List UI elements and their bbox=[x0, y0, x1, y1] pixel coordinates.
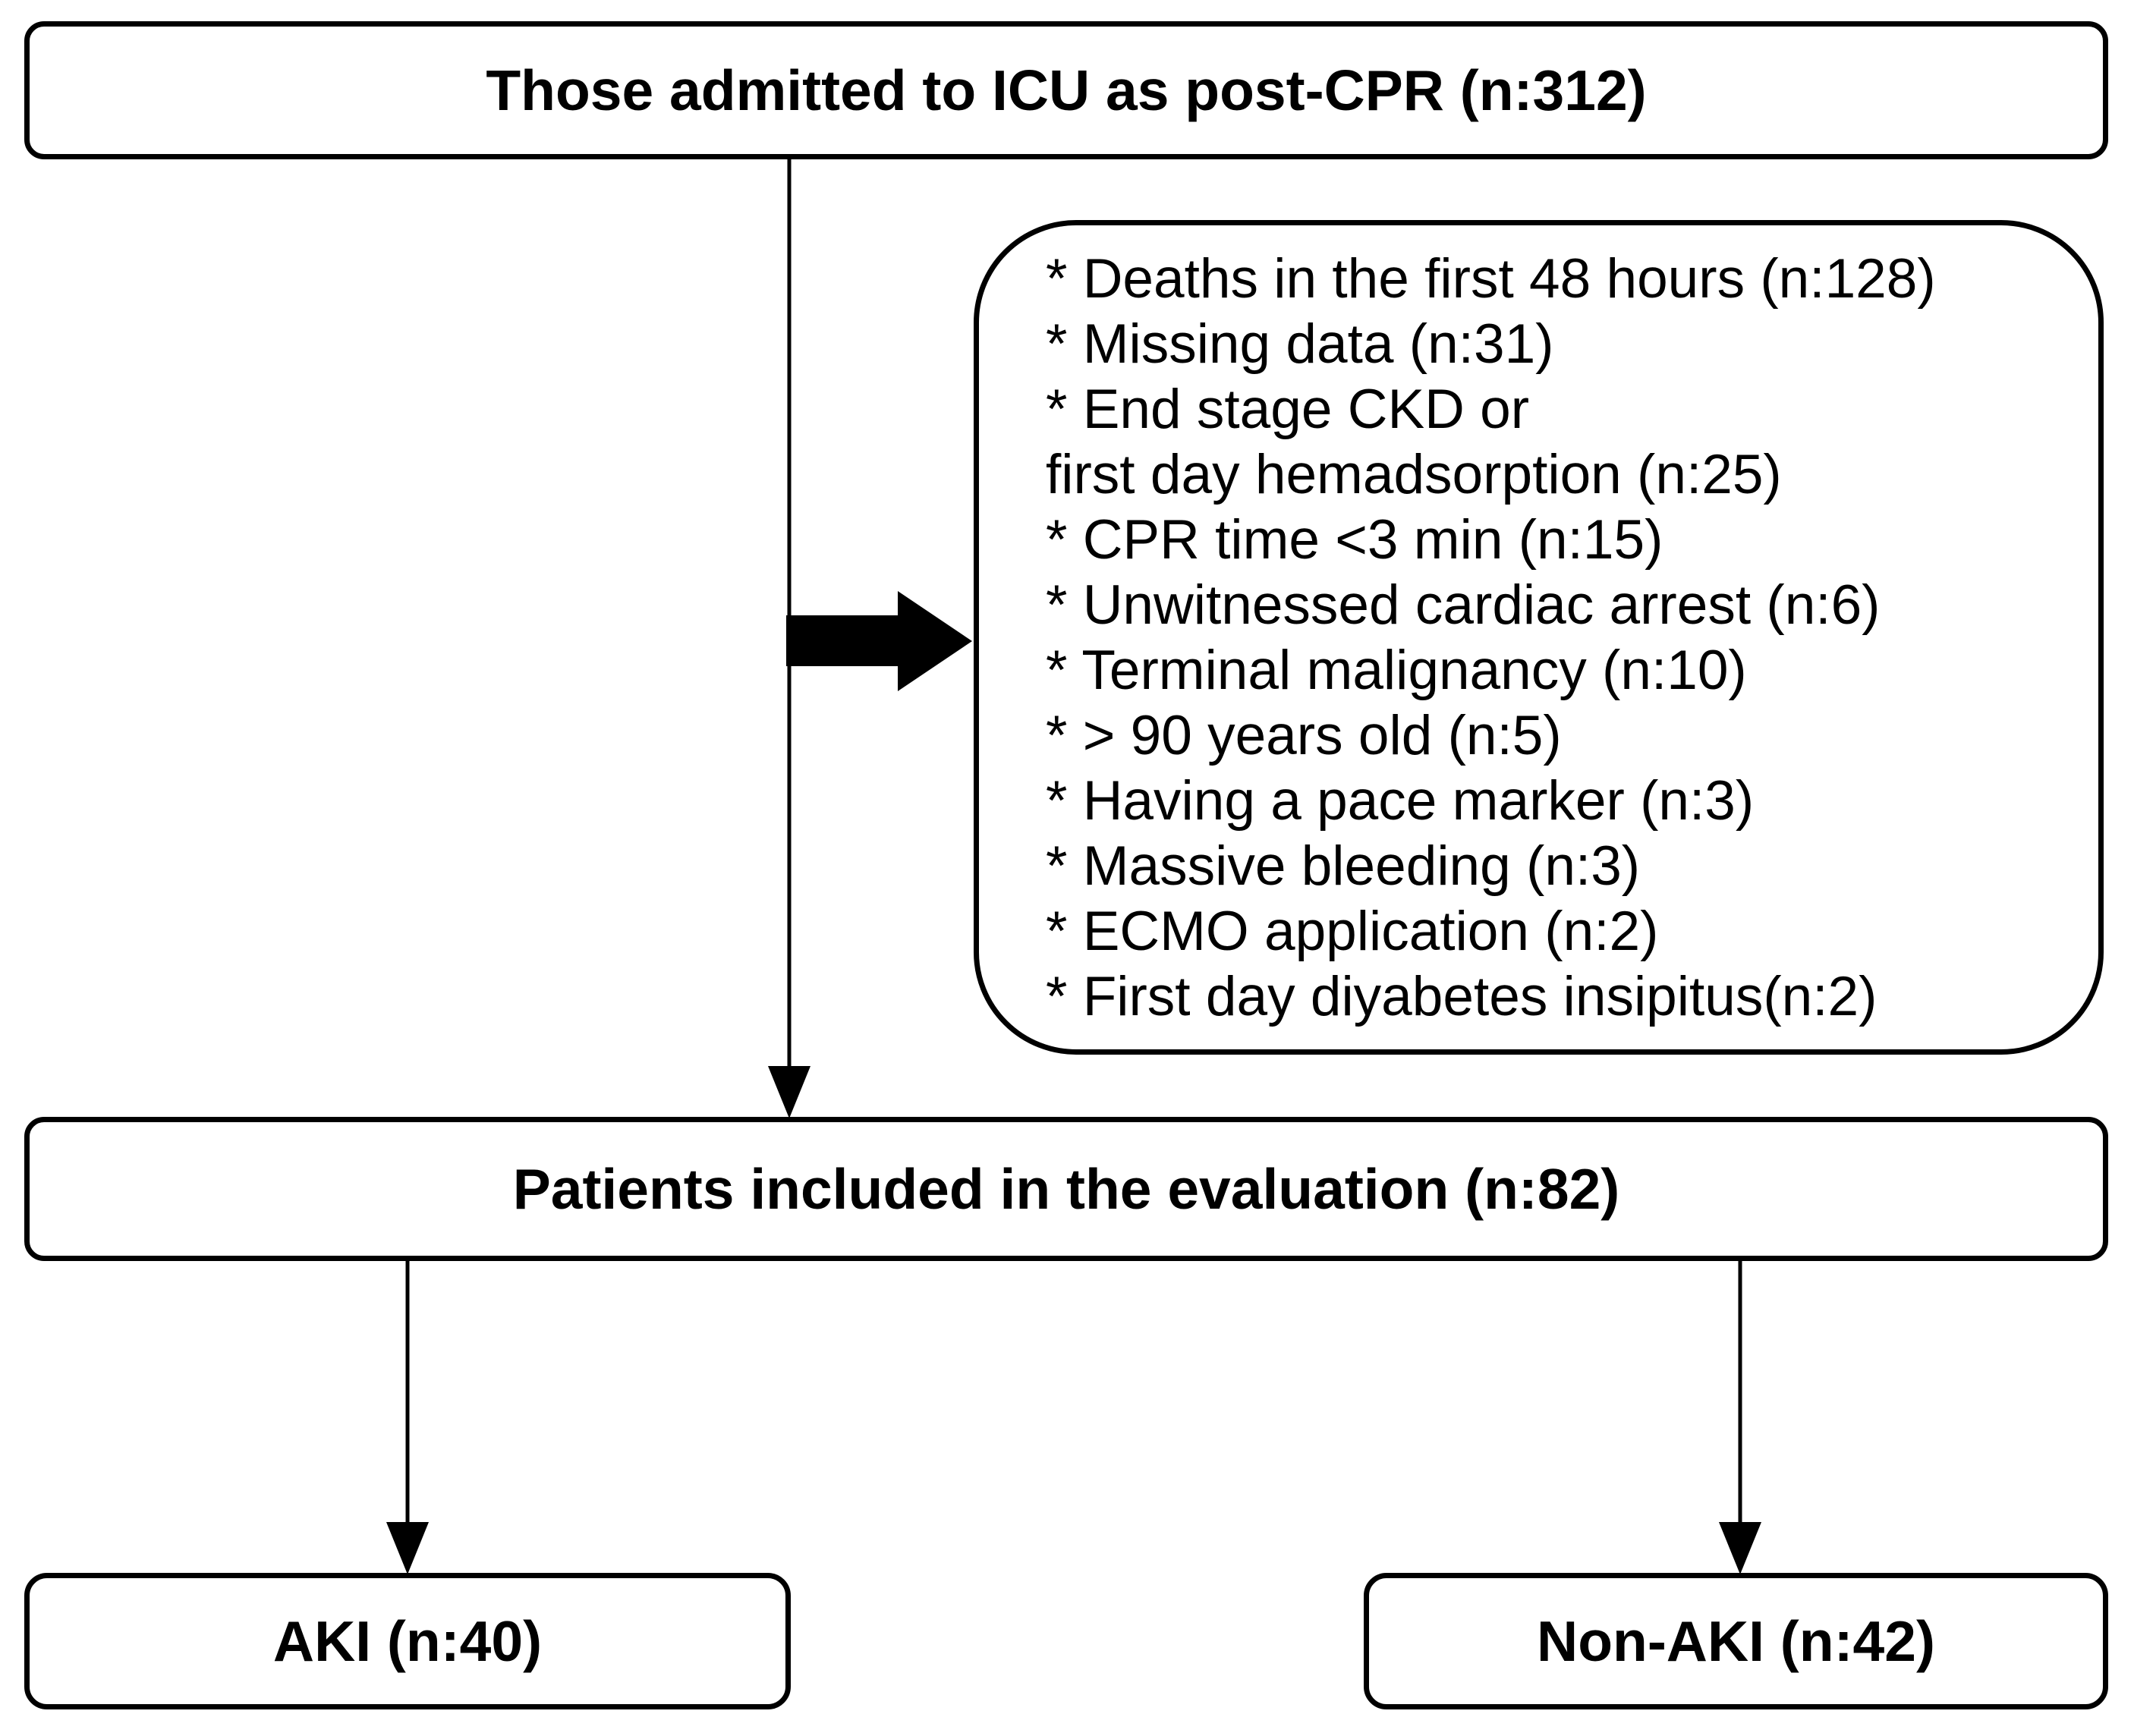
exclusion-item: * > 90 years old (n:5) bbox=[1046, 705, 1562, 766]
node-exclusions-box: * Deaths in the first 48 hours (n:128) *… bbox=[974, 220, 2104, 1055]
exclusion-item: * Missing data (n:31) bbox=[1046, 313, 1554, 375]
exclusion-item: * End stage CKD or bbox=[1046, 379, 1530, 440]
down-arrowhead-aki-icon bbox=[386, 1522, 429, 1574]
down-arrowhead-nonaki-icon bbox=[1719, 1522, 1761, 1574]
node-included-box: Patients included in the evaluation (n:8… bbox=[24, 1117, 2108, 1261]
node-nonaki-box: Non-AKI (n:42) bbox=[1364, 1573, 2108, 1709]
exclusion-item: * Terminal malignancy (n:10) bbox=[1046, 640, 1747, 701]
exclusion-item: * Massive bleeding (n:3) bbox=[1046, 835, 1641, 897]
node-aki-label: AKI (n:40) bbox=[272, 1609, 543, 1673]
exclusion-item: * Unwitnessed cardiac arrest (n:6) bbox=[1046, 574, 1881, 636]
node-aki-box: AKI (n:40) bbox=[24, 1573, 791, 1709]
exclusion-item-continuation: first day hemadsorption (n:25) bbox=[1046, 444, 1782, 505]
node-nonaki-label: Non-AKI (n:42) bbox=[1537, 1609, 1935, 1673]
exclusion-item: * Having a pace marker (n:3) bbox=[1046, 770, 1755, 832]
node-admitted-label: Those admitted to ICU as post-CPR (n:312… bbox=[486, 58, 1647, 122]
down-arrowhead-included-icon bbox=[768, 1066, 810, 1118]
exclusion-item: * Deaths in the first 48 hours (n:128) bbox=[1046, 248, 1936, 310]
block-arrow-right-icon bbox=[786, 591, 972, 691]
exclusion-item: * CPR time <3 min (n:15) bbox=[1046, 509, 1663, 571]
exclusion-item: * First day diyabetes insipitus(n:2) bbox=[1046, 966, 1877, 1027]
node-admitted-box: Those admitted to ICU as post-CPR (n:312… bbox=[24, 21, 2108, 159]
node-included-label: Patients included in the evaluation (n:8… bbox=[512, 1156, 1620, 1221]
exclusion-item: * ECMO application (n:2) bbox=[1046, 901, 1659, 962]
